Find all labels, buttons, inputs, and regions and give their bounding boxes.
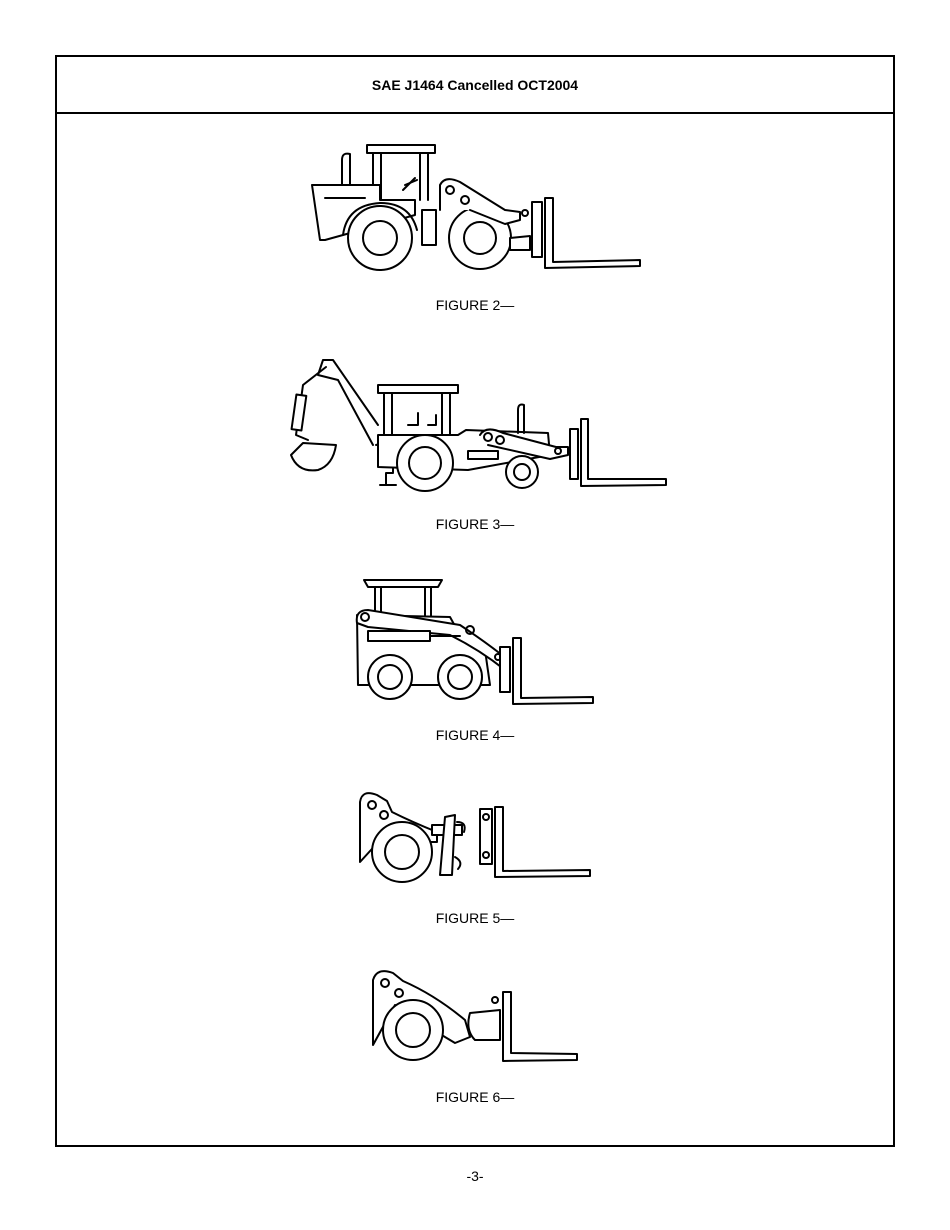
figure-6-illustration [365,965,585,1065]
figure-2-caption: FIGURE 2— [435,297,515,313]
figure-4-illustration [350,575,600,710]
page-frame: SAE J1464 Cancelled OCT2004 [55,55,895,1147]
figure-3-illustration [288,355,670,495]
document-title: SAE J1464 Cancelled OCT2004 [371,76,579,93]
document-header: SAE J1464 Cancelled OCT2004 [57,57,893,114]
figure-6-caption: FIGURE 6— [435,1089,515,1105]
page-number: -3- [466,1168,484,1184]
figure-5-illustration [352,787,597,887]
figure-4-caption: FIGURE 4— [435,727,515,743]
figure-3-caption: FIGURE 3— [435,516,515,532]
figure-2-illustration [305,140,650,275]
figure-5-caption: FIGURE 5— [435,910,515,926]
